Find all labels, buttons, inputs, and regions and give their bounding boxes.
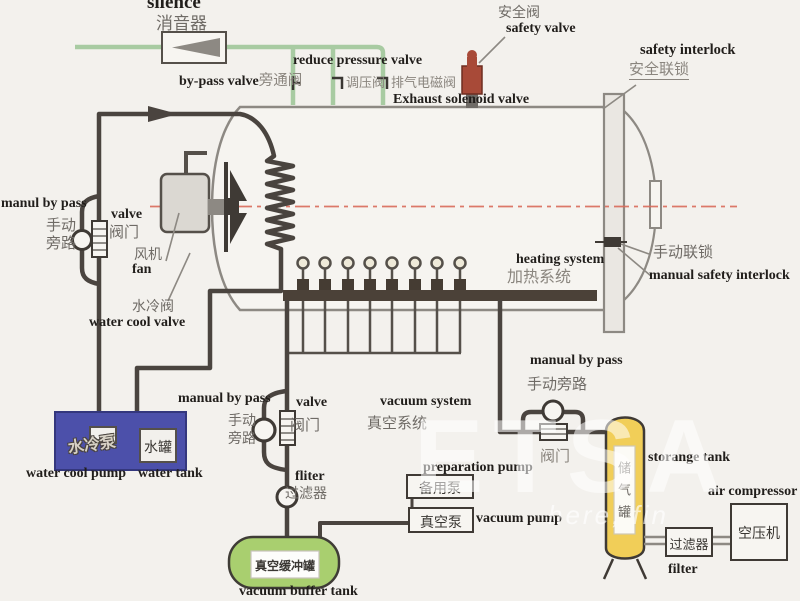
label-air-compressor-zh: 空压机: [738, 525, 780, 541]
vacuum-bypass-handwheel: [251, 417, 277, 443]
vacuum-pump-box: [408, 507, 474, 533]
label-fan-en: fan: [132, 262, 152, 277]
label-air-bypass-en: manual by pass: [530, 353, 623, 368]
heater-elements: [283, 256, 597, 355]
vacuum-valve: [279, 410, 296, 446]
water-tank-label-plate: [139, 428, 177, 463]
label-vacuum-bypass-en: manual by pass: [178, 391, 271, 406]
label-vacuum-filter-en: fliter: [295, 469, 325, 484]
label-bypass-valve: by-pass valve旁通阀: [179, 73, 302, 90]
label-water-valve-zh: 阀门: [109, 224, 140, 241]
label-air-valve-zh: 阀门: [540, 448, 571, 465]
label-bypass-valve-zh: 旁通阀: [258, 73, 303, 89]
door-flange: [602, 92, 626, 334]
label-bypass-valve-en: by-pass valve: [179, 74, 259, 89]
label-reduce-pressure-valve: reduce pressure valve: [293, 53, 423, 68]
label-water-cool-pump-en: water cool pump: [26, 466, 127, 481]
label-manual-bypass-left-zh2: 旁路: [46, 235, 77, 252]
buffer-tank-label-plate: [250, 550, 320, 579]
sight-glass: [649, 180, 662, 229]
label-manual-bypass-left-zh1: 手动: [46, 217, 77, 234]
water-pump-box: [89, 426, 117, 444]
label-air-compressor-en: air compressor: [708, 484, 798, 499]
label-exhaust-solenoid-zh: 排气电磁阀: [391, 75, 457, 90]
label-manual-interlock-en: manual safety interlock: [649, 268, 790, 283]
label-water-tank-en: water tank: [138, 466, 203, 481]
label-vacuum-valve-zh: 阀门: [290, 417, 321, 434]
preparation-pump-box: [406, 474, 474, 499]
label-manual-interlock-zh: 手动联锁: [653, 244, 714, 261]
label-safety-interlock-zh: 安全联锁: [629, 61, 690, 80]
muffler: [161, 31, 227, 64]
label-storage-tank-zh: 储气罐: [616, 461, 631, 527]
flow-arrow-icon: [148, 106, 178, 122]
water-valve: [91, 220, 108, 258]
label-air-filter-en: filter: [668, 562, 698, 577]
compressor-pipe: [644, 535, 731, 546]
air-valve: [539, 423, 568, 441]
heater-manifold: [287, 301, 462, 355]
label-vacuum-system-en: vacuum system: [380, 394, 472, 409]
label-vacuum-filter-zh: 过滤器: [285, 485, 327, 501]
label-water-cool-valve-zh: 水冷阀: [132, 298, 174, 314]
label-safety-interlock-en: safety interlock: [640, 42, 736, 58]
label-fan-zh: 风机: [134, 246, 162, 262]
air-storage-tank: [602, 416, 648, 580]
label-vacuum-system-zh: 真空系统: [367, 415, 428, 432]
label-heating-system-en: heating system: [516, 252, 605, 267]
inline-valve-glyphs: [291, 76, 389, 90]
label-air-filter-zh: 过滤器: [669, 537, 709, 552]
label-regulator-valve-zh: 调压阀: [346, 75, 386, 90]
air-compressor-box: [730, 503, 788, 561]
label-air-bypass-zh: 手动旁路: [527, 376, 588, 393]
label-heating-system-zh: 加热系统: [507, 269, 572, 286]
label-silence-en: silence: [147, 0, 201, 13]
label-water-cool-valve-en: water cool valve: [89, 315, 186, 330]
label-storage-tank-en: storange tank: [648, 450, 731, 465]
leader-lines: [165, 36, 652, 302]
door-lock-icon: [595, 237, 627, 247]
label-water-valve-en: valve: [111, 207, 143, 222]
safety-valve-icon: [461, 50, 483, 108]
label-preparation-pump-en: preparation pump: [423, 460, 533, 475]
muffler-arrow-icon: [172, 38, 220, 57]
vacuum-filter-icon: [275, 485, 299, 509]
fan-propeller-icon: [224, 162, 247, 252]
fan-motor: [159, 151, 227, 234]
autoclave-vessel: [150, 92, 737, 334]
air-bypass-handwheel: [541, 399, 565, 423]
label-preparation-pump-zh: 备用泵: [419, 480, 461, 496]
label-vacuum-pump-zh: 真空泵: [420, 514, 462, 530]
label-vacuum-pump-en: vacuum pump: [476, 511, 562, 526]
water-loop-path: [96, 111, 296, 413]
label-exhaust-solenoid-en: Exhaust solenoid valve: [393, 92, 530, 107]
air-filter-box: [665, 527, 713, 557]
label-vacuum-bypass-zh1: 手动: [228, 412, 256, 428]
label-manual-bypass-left-en: manul by pass: [1, 196, 87, 211]
label-buffer-tank-en: vacuum buffer tank: [239, 584, 358, 599]
label-vacuum-bypass-zh2: 旁路: [228, 430, 256, 446]
label-safety-valve-zh: 安全阀: [498, 4, 540, 20]
water-tank: [54, 411, 187, 471]
label-buffer-tank-zh: 真空缓冲罐: [254, 559, 315, 573]
label-safety-valve-en: safety valve: [506, 21, 576, 36]
label-water-tank-zh: 水罐: [144, 439, 172, 455]
label-vacuum-valve-en: valve: [296, 395, 328, 410]
label-silence-zh: 消音器: [156, 14, 207, 33]
